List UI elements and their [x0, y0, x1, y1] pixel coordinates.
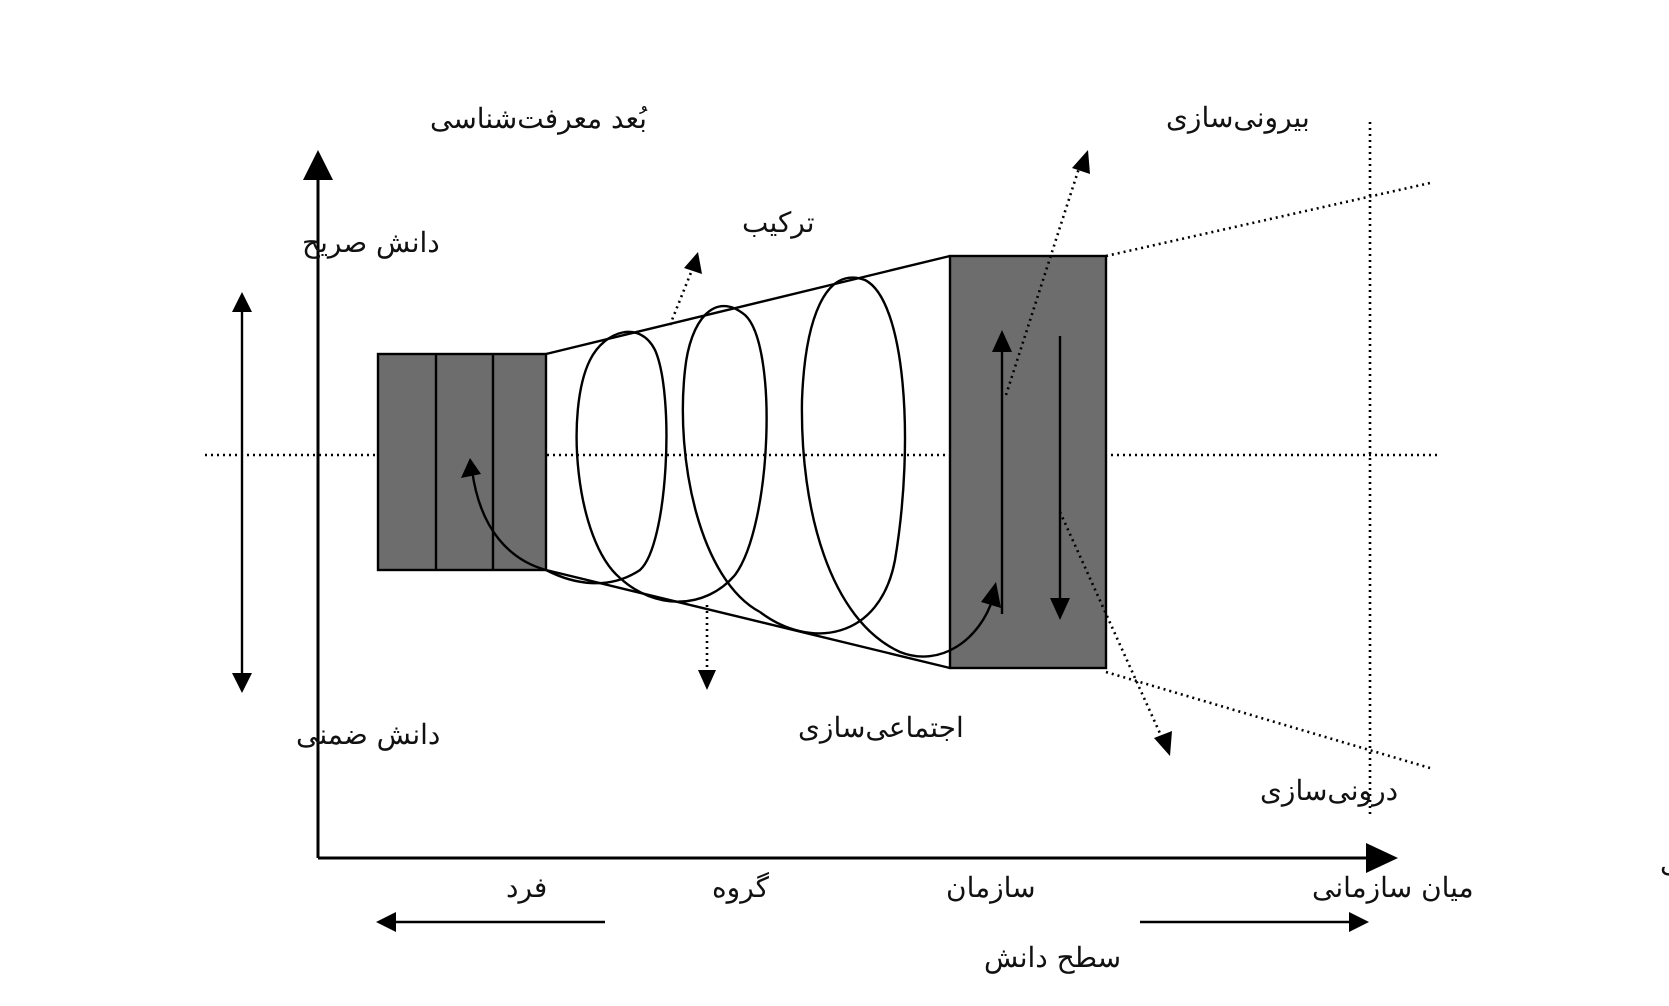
socialization-leader-arrowhead: [698, 670, 716, 690]
combination-label: ترکیب: [742, 206, 815, 239]
left-level-arrowhead: [376, 912, 396, 932]
y-axis-arrowhead: [303, 150, 333, 180]
individual-box: [376, 352, 548, 572]
spiral-loop: [545, 330, 668, 585]
level-individual-label: فرد: [506, 871, 547, 904]
cone-top-edge: [545, 254, 951, 356]
cone-bottom-edge: [545, 568, 951, 670]
spiral-loop: [759, 276, 995, 658]
externalization-leader: [1004, 164, 1082, 396]
organization-box: [948, 254, 1108, 670]
right-level-arrowhead: [1349, 912, 1369, 932]
internalization-leader-arrowhead: [1154, 731, 1172, 756]
up-arrow-head: [992, 330, 1012, 352]
level-organization-label: سازمان: [946, 871, 1036, 904]
internalization-label: درونی‌سازی: [1260, 774, 1398, 807]
cone-bottom-extension: [1105, 670, 1431, 770]
externalization-label: بیرونی‌سازی: [1166, 101, 1310, 134]
socialization-arc-arrowhead: [461, 458, 481, 478]
epistemological-axis-label: بُعد معرفت‌شناسی: [430, 102, 647, 135]
spiral-loop: [619, 304, 768, 614]
socialization-label: اجتماعی‌سازی: [798, 711, 964, 744]
socialization-arc: [470, 469, 547, 572]
level-group-label: گروه: [712, 871, 770, 904]
knowledge-level-label: سطح دانش: [984, 941, 1121, 974]
down-arrow-head: [1050, 598, 1070, 620]
combination-leader-arrowhead: [684, 252, 702, 274]
tacit-arrowhead: [232, 673, 252, 693]
cone-top-extension: [1105, 181, 1431, 258]
ontological-axis-label: بُعد هستی‌شناسی: [1660, 846, 1669, 879]
spiral-end-arrowhead: [981, 582, 1001, 608]
explicit-arrowhead: [232, 292, 252, 312]
level-interorganizational-label: میان سازمانی: [1312, 871, 1474, 904]
externalization-leader-arrowhead: [1072, 150, 1090, 174]
combination-leader: [668, 269, 694, 326]
tacit-knowledge-label: دانش ضمنی: [296, 718, 440, 751]
explicit-knowledge-label: دانش صریح: [302, 226, 440, 259]
x-axis-arrowhead: [1366, 843, 1398, 873]
